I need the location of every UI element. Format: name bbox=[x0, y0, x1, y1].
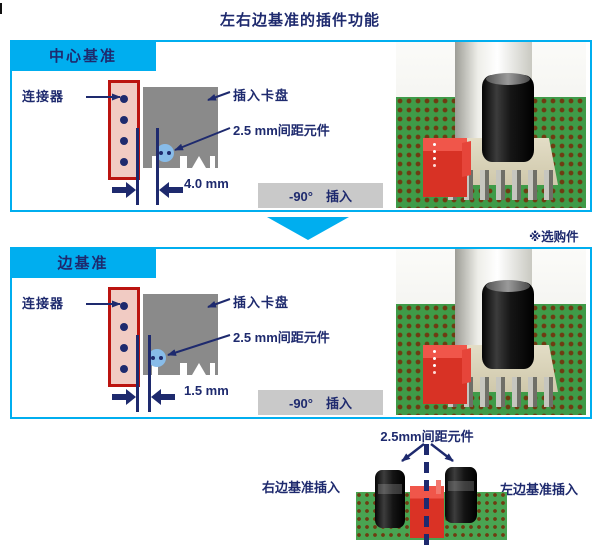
optional-part-note: ※选购件 bbox=[529, 230, 579, 244]
footer-component-pitch-label: 2.5mm间距元件 bbox=[380, 429, 474, 444]
connector-pin-dot bbox=[120, 344, 128, 352]
panel-edge-reference: 边基准 连接器 插入卡盘 2.5 mm间距元件 1.5 mm -90 bbox=[10, 247, 592, 419]
chuck-label: 插入卡盘 bbox=[233, 295, 290, 310]
connector-pin-dot bbox=[120, 302, 128, 310]
component-pitch-label: 2.5 mm间距元件 bbox=[233, 123, 330, 138]
reference-line-left bbox=[136, 128, 139, 205]
insertion-photo bbox=[396, 249, 586, 415]
insert-angle-button: -90° 插入 bbox=[258, 390, 383, 415]
red-connector bbox=[423, 138, 467, 197]
reference-direction-arrows bbox=[401, 443, 454, 462]
label-pointer-arrows bbox=[86, 298, 231, 356]
insertion-photo bbox=[396, 42, 586, 208]
connector-label: 连接器 bbox=[22, 89, 65, 104]
component-shape bbox=[148, 349, 166, 367]
right-edge-reference-label: 右边基准插入 bbox=[262, 480, 341, 495]
component-shape bbox=[156, 144, 174, 162]
connector-pin-dot bbox=[120, 158, 128, 166]
label-pointer-arrows bbox=[86, 91, 231, 151]
reference-line-right bbox=[148, 335, 151, 412]
center-reference-dashed-line bbox=[424, 444, 429, 550]
insert-angle-button: -90° 插入 bbox=[258, 183, 383, 208]
connector-pin-dot bbox=[120, 365, 128, 373]
edge-insertion-photo bbox=[356, 462, 507, 542]
dimension-value-label: 4.0 mm bbox=[184, 176, 229, 191]
component-pitch-label: 2.5 mm间距元件 bbox=[233, 330, 330, 345]
red-connector bbox=[423, 345, 467, 404]
connector-pin-dot bbox=[120, 116, 128, 124]
dimension-arrow-right bbox=[159, 182, 183, 198]
dimension-value-label: 1.5 mm bbox=[184, 383, 229, 398]
connector-pin-dot bbox=[120, 323, 128, 331]
insertion-chuck-shape bbox=[143, 87, 218, 168]
dimension-arrow-left bbox=[112, 182, 136, 198]
capacitor bbox=[482, 73, 534, 162]
tab-edge-reference: 边基准 bbox=[10, 247, 156, 278]
connector-label: 连接器 bbox=[22, 296, 65, 311]
flow-down-arrow bbox=[267, 217, 349, 240]
capacitor-left bbox=[375, 470, 405, 528]
reference-line-left bbox=[136, 335, 139, 412]
connector-pin-dot bbox=[120, 137, 128, 145]
page-title: 左右边基准的插件功能 bbox=[219, 12, 380, 29]
panel-center-reference: 中心基准 连接器 插入卡盘 2.5 mm间距元件 4.0 mm -9 bbox=[10, 40, 592, 212]
left-edge-reference-label: 左边基准插入 bbox=[500, 482, 579, 497]
connector-pin-dot bbox=[120, 95, 128, 103]
tab-center-reference: 中心基准 bbox=[10, 40, 156, 71]
dimension-arrow-left bbox=[112, 389, 136, 405]
chuck-label: 插入卡盘 bbox=[233, 88, 290, 103]
screen-edge-artifact bbox=[0, 3, 2, 14]
dimension-arrow-right bbox=[151, 389, 175, 405]
reference-line-right bbox=[156, 128, 159, 205]
capacitor-right bbox=[445, 467, 477, 523]
capacitor bbox=[482, 280, 534, 369]
